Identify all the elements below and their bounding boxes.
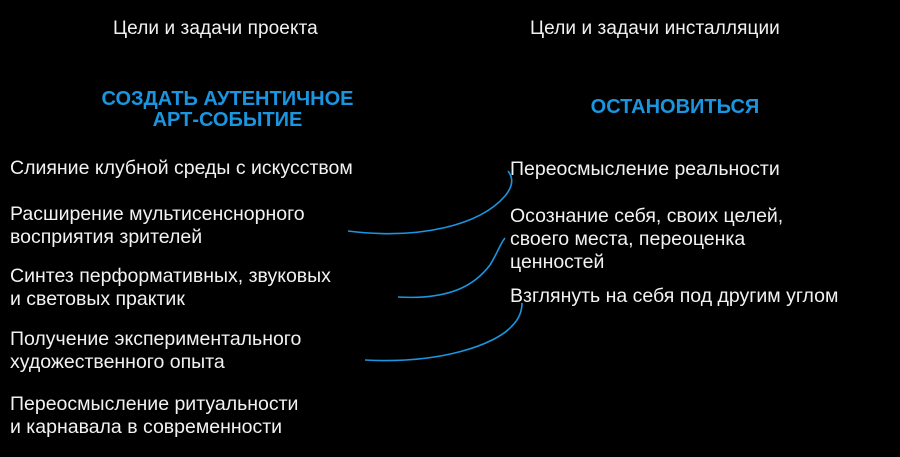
left-item-1: Слияние клубной среды с искусством xyxy=(10,157,353,179)
left-item-5: Переосмысление ритуальности и карнавала … xyxy=(10,393,299,438)
left-item-2: Расширение мультисенснорного восприятия … xyxy=(10,203,305,248)
right-item-1: Переосмысление реальности xyxy=(510,158,780,180)
left-column-title: Цели и задачи проекта xyxy=(113,18,318,39)
right-item-2: Осознание себя, своих целей, своего мест… xyxy=(510,205,784,273)
left-item-4: Получение экспериментального художествен… xyxy=(10,328,302,373)
connector-experience-to-new-perspective xyxy=(364,302,523,362)
connector-synthesis-to-self-awareness xyxy=(397,237,506,299)
left-item-3: Синтез перформативных, звуковых и светов… xyxy=(10,265,331,310)
right-column-title: Цели и задачи инсталляции xyxy=(530,18,780,39)
left-headline: СОЗДАТЬ АУТЕНТИЧНОЕ АРТ-СОБЫТИЕ xyxy=(101,88,354,131)
connector-perception-to-rethinking-reality xyxy=(347,170,513,235)
right-headline: ОСТАНОВИТЬСЯ xyxy=(590,96,760,118)
right-item-3: Взглянуть на себя под другим углом xyxy=(510,285,839,307)
